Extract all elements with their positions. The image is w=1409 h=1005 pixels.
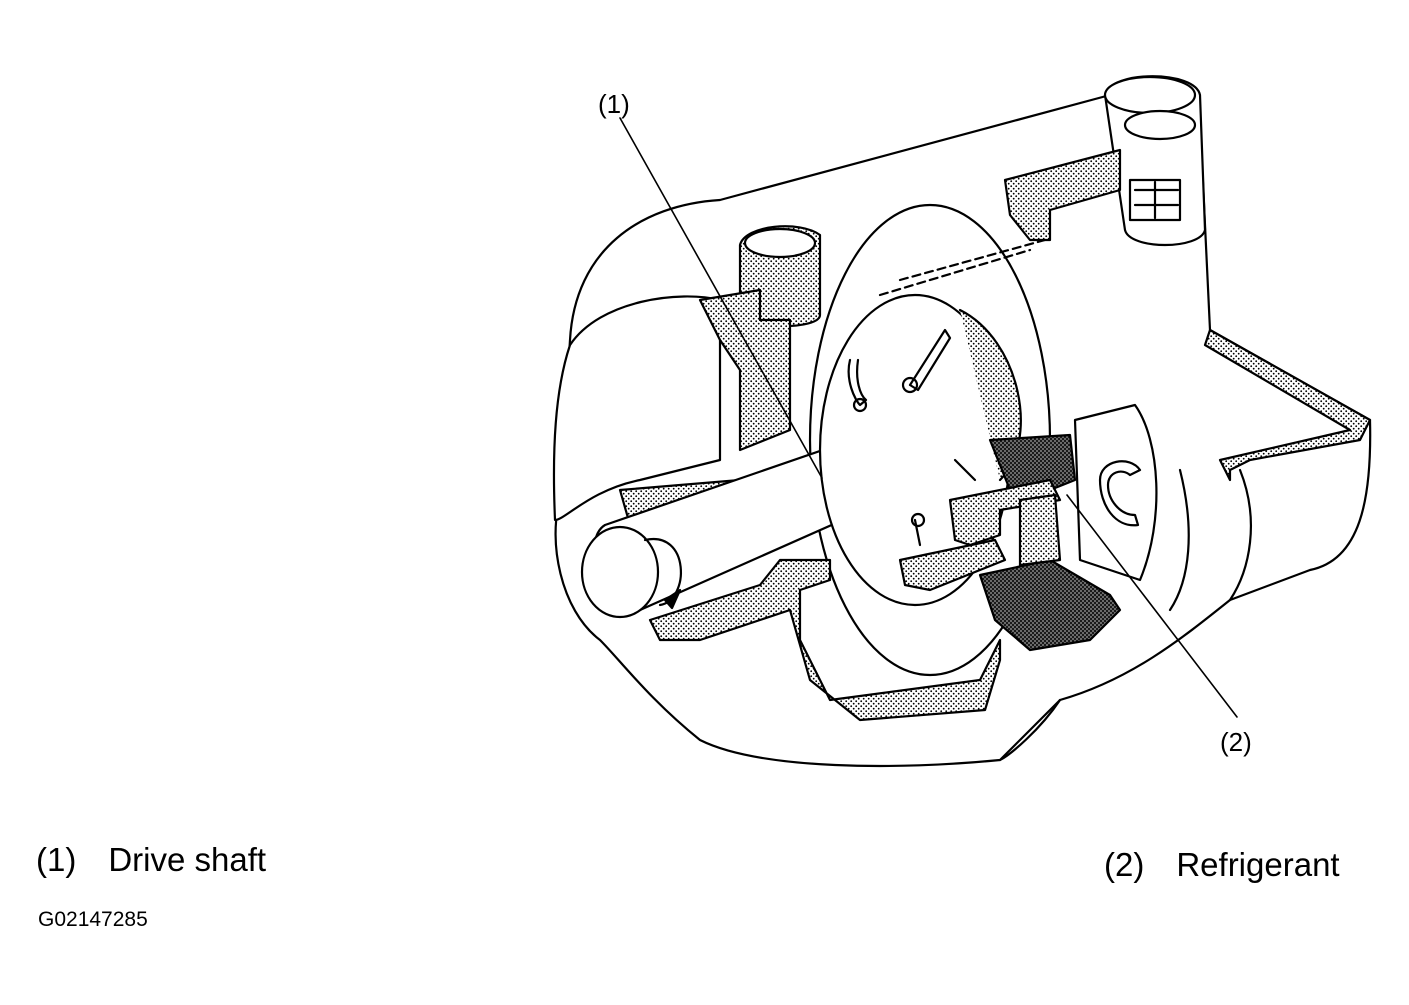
legend-item-refrigerant: (2) Refrigerant [1104, 848, 1340, 881]
leader-line-2 [1066, 494, 1238, 718]
vane-block [948, 478, 1062, 547]
legend-label: Refrigerant [1176, 846, 1340, 883]
vane-block-lower [898, 538, 1007, 592]
cam-block [1018, 493, 1062, 567]
callout-2: (2) [1220, 727, 1252, 757]
housing-section-right [1003, 148, 1122, 242]
outlet-window [1073, 403, 1158, 582]
legend-item-drive-shaft: (1) Drive shaft [36, 843, 266, 876]
housing-section-base [1203, 328, 1372, 482]
callout-1: (1) [598, 89, 630, 119]
shaft-end [580, 525, 660, 619]
legend-number: (2) [1104, 846, 1145, 883]
figure-id: G02147285 [38, 908, 148, 931]
dark-section [978, 558, 1122, 652]
housing-section-upper [698, 288, 792, 452]
refrigerant-chamber [988, 433, 1077, 492]
leader-line-1 [619, 117, 823, 479]
bearing-section-lower [648, 558, 1002, 722]
vane-slot [847, 358, 868, 407]
legend-label: Drive shaft [108, 841, 267, 878]
front-cover [552, 295, 722, 522]
legend-number: (1) [36, 841, 77, 878]
